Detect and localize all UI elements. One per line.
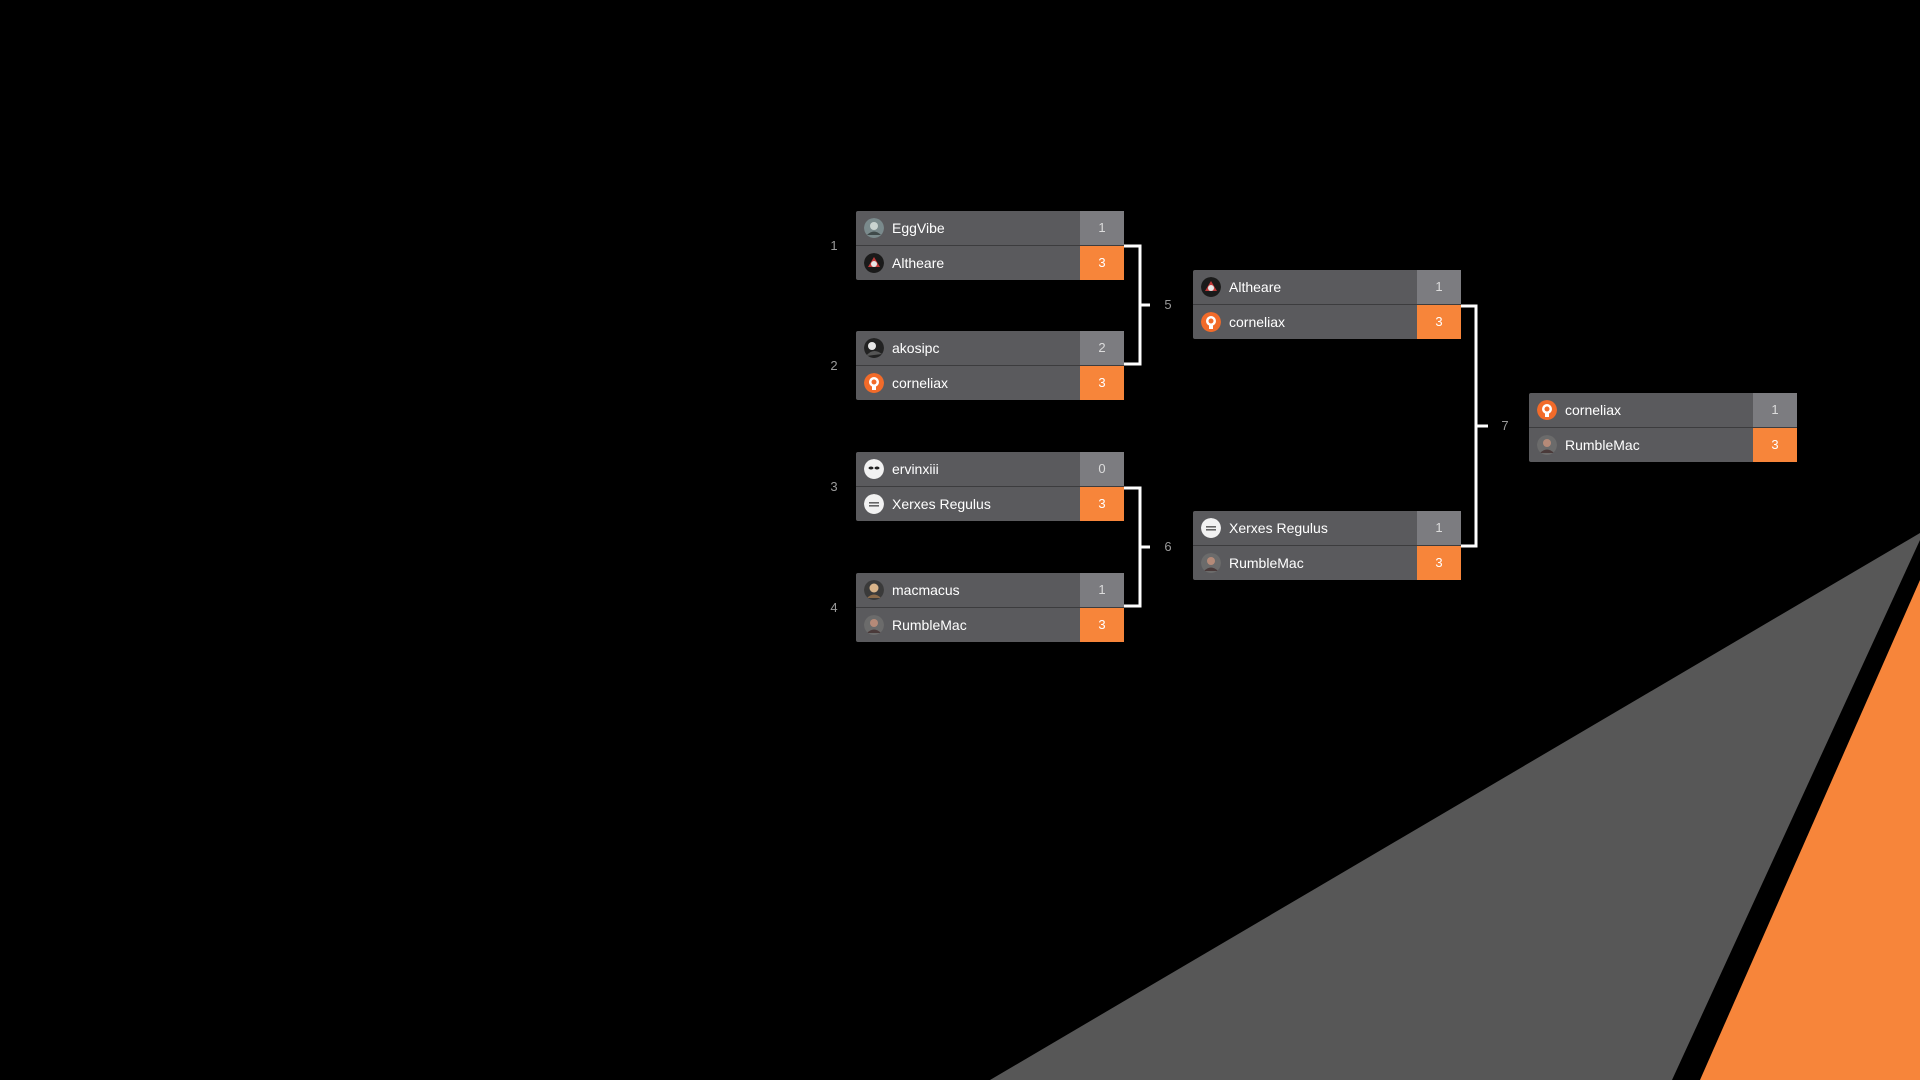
altheare-avatar-icon [1201, 277, 1221, 297]
corneliax-avatar-icon [1201, 312, 1221, 332]
player-score: 1 [1417, 270, 1461, 304]
match-number-2: 2 [830, 358, 838, 373]
rumblemac-avatar-icon [1201, 553, 1221, 573]
match-2-player-1[interactable]: akosipc 2 [856, 331, 1124, 366]
player-score: 1 [1080, 211, 1124, 245]
player-score: 3 [1753, 428, 1797, 462]
player-name: akosipc [892, 340, 940, 356]
player-name: RumbleMac [1565, 437, 1640, 453]
match-7-player-1[interactable]: corneliax 1 [1529, 393, 1797, 428]
match-6[interactable]: Xerxes Regulus 1 RumbleMac 3 [1193, 511, 1461, 580]
corneliax-avatar-icon [1537, 400, 1557, 420]
player-score: 3 [1417, 546, 1461, 580]
match-3-player-2[interactable]: Xerxes Regulus 3 [856, 487, 1124, 521]
player-name: Altheare [892, 255, 945, 271]
match-7[interactable]: corneliax 1 RumbleMac 3 [1529, 393, 1797, 462]
match-6-player-2[interactable]: RumbleMac 3 [1193, 546, 1461, 580]
match-4[interactable]: macmacus 1 RumbleMac 3 [856, 573, 1124, 642]
player-score: 3 [1080, 608, 1124, 642]
gray-triangle-shape [990, 533, 1920, 1080]
player-name: RumbleMac [892, 617, 967, 633]
match-4-player-2[interactable]: RumbleMac 3 [856, 608, 1124, 642]
player-name: RumbleMac [1229, 555, 1304, 571]
match-1-player-2[interactable]: Altheare 3 [856, 246, 1124, 280]
player-score: 3 [1080, 487, 1124, 521]
match-4-player-1[interactable]: macmacus 1 [856, 573, 1124, 608]
match-2-player-2[interactable]: corneliax 3 [856, 366, 1124, 400]
player-score: 2 [1080, 331, 1124, 365]
player-name: corneliax [1229, 314, 1286, 330]
player-name: EggVibe [892, 220, 945, 236]
rumblemac-avatar-icon [1537, 435, 1557, 455]
match-number-5: 5 [1164, 297, 1172, 312]
match-1-player-1[interactable]: EggVibe 1 [856, 211, 1124, 246]
match-5[interactable]: Altheare 1 corneliax 3 [1193, 270, 1461, 339]
ervinxiii-avatar-icon [864, 459, 884, 479]
player-name: Xerxes Regulus [1229, 520, 1328, 536]
match-3[interactable]: ervinxiii 0 Xerxes Regulus 3 [856, 452, 1124, 521]
player-name: corneliax [892, 375, 949, 391]
match-number-6: 6 [1164, 539, 1172, 554]
player-score: 1 [1417, 511, 1461, 545]
rumblemac-avatar-icon [864, 615, 884, 635]
match-number-1: 1 [830, 238, 838, 253]
player-score: 1 [1080, 573, 1124, 607]
player-score: 0 [1080, 452, 1124, 486]
player-name: Xerxes Regulus [892, 496, 991, 512]
akosipc-avatar-icon [864, 338, 884, 358]
match-5-player-2[interactable]: corneliax 3 [1193, 305, 1461, 339]
player-name: Altheare [1229, 279, 1282, 295]
player-score: 3 [1417, 305, 1461, 339]
eggvibe-avatar-icon [864, 218, 884, 238]
altheare-avatar-icon [864, 253, 884, 273]
player-score: 3 [1080, 246, 1124, 280]
xerxes-avatar-icon [1201, 518, 1221, 538]
match-number-3: 3 [830, 479, 838, 494]
macmacus-avatar-icon [864, 580, 884, 600]
player-name: ervinxiii [892, 461, 939, 477]
match-7-player-2[interactable]: RumbleMac 3 [1529, 428, 1797, 462]
corneliax-avatar-icon [864, 373, 884, 393]
orange-triangle-shape [1700, 580, 1920, 1080]
player-name: corneliax [1565, 402, 1622, 418]
player-score: 1 [1753, 393, 1797, 427]
match-1[interactable]: EggVibe 1 Altheare 3 [856, 211, 1124, 280]
match-3-player-1[interactable]: ervinxiii 0 [856, 452, 1124, 487]
player-score: 3 [1080, 366, 1124, 400]
match-number-7: 7 [1501, 418, 1509, 433]
match-number-4: 4 [830, 600, 838, 615]
player-name: macmacus [892, 582, 960, 598]
match-5-player-1[interactable]: Altheare 1 [1193, 270, 1461, 305]
match-6-player-1[interactable]: Xerxes Regulus 1 [1193, 511, 1461, 546]
xerxes-avatar-icon [864, 494, 884, 514]
match-2[interactable]: akosipc 2 corneliax 3 [856, 331, 1124, 400]
